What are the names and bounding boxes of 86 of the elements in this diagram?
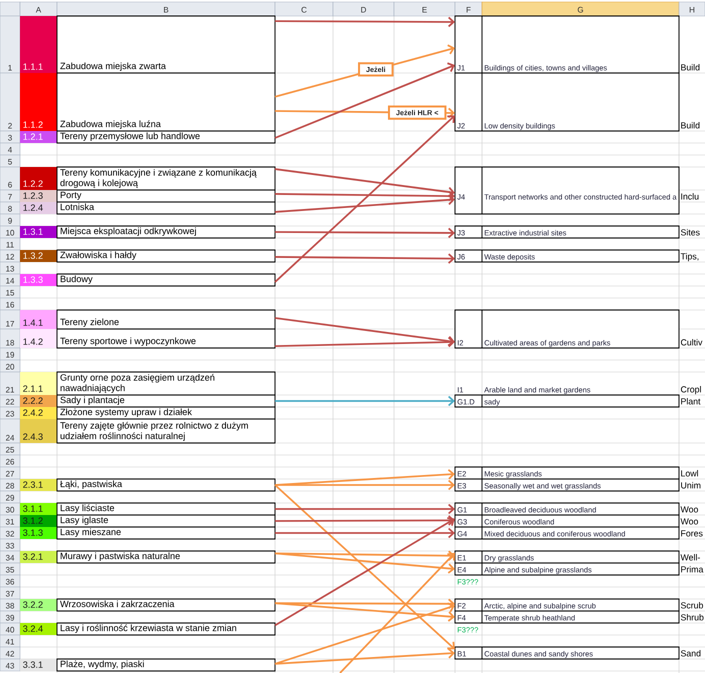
arrow (274, 62, 455, 139)
name-cell: Sady i plantacje (56, 394, 276, 408)
code-cell: 3.2.1 (20, 551, 57, 563)
column-text: Build (681, 122, 700, 128)
arrow (275, 228, 455, 238)
name-cell: Tereny komunikacyjne i związane z komunikacją drogową i kolejową (56, 166, 276, 190)
column-text: Prima (681, 566, 704, 572)
arrow (274, 336, 455, 348)
name-cell: Lasy liściaste (56, 502, 276, 516)
code-cell: 1.2.4 (20, 202, 57, 214)
code-cell: 3.1.3 (20, 527, 57, 539)
code-cell: 2.4.2 (20, 407, 57, 419)
arrow (275, 253, 455, 264)
arrow (274, 648, 455, 665)
arrow (275, 528, 455, 538)
name-cell: Plaże, wydmy, piaski (56, 658, 276, 672)
code-cell: 1.3.1 (20, 226, 57, 238)
name-cell: Murawy i pastwiska naturalne (56, 550, 276, 564)
arrow (274, 115, 455, 283)
code-cell: 1.4.2 (20, 329, 57, 348)
column-text: Sites (680, 229, 700, 236)
arrow (339, 552, 455, 673)
name-cell: Lasy i roślinność krzewiasta w stanie zmian (56, 622, 276, 636)
name-cell: Złożone systemy upraw i działek (56, 406, 276, 420)
code-cell: 1.4.1 (20, 310, 57, 329)
code-cell: 1.1.2 (20, 73, 57, 131)
name-cell: Tereny zajęte głównie przez rolnictwo z dużym udziałem roślinności naturalnej (56, 418, 276, 444)
code-cell: 1.3.2 (20, 250, 57, 262)
code-cell: 2.1.1 (20, 372, 57, 395)
name-cell: Zabudowa miejska zwarta (56, 16, 276, 74)
name-cell: Tereny sportowe i wypoczynkowe (56, 328, 276, 348)
name-cell: Miejsca eksploatacji odkrywkowej (56, 226, 276, 238)
column-text: Cultiv (680, 339, 702, 346)
name-cell: Grunty orne poza zasięgiem urządzeń nawadniających (56, 372, 276, 396)
arrow (275, 550, 455, 561)
arrow (275, 190, 455, 202)
name-cell: Lasy iglaste (56, 514, 276, 528)
code-cell: 2.3.1 (20, 479, 57, 491)
name-cell: Zwałowiska i hałdy (56, 250, 276, 262)
column-text: Build (681, 64, 700, 70)
code-cell: 3.1.1 (20, 503, 57, 515)
name-cell: Budowy (56, 274, 276, 286)
column-text: Unim (681, 482, 700, 488)
column-text: Scrub (680, 602, 704, 608)
code-cell: 1.1.1 (20, 16, 57, 73)
arrow (274, 194, 455, 213)
arrow (275, 16, 455, 28)
arrow (274, 602, 455, 622)
name-cell: Tereny zielone (56, 310, 276, 330)
arrow (274, 602, 455, 665)
arrow (274, 484, 455, 650)
column-text: Inclu (681, 193, 698, 200)
column-text: Plant (681, 398, 700, 404)
name-cell: Porty (56, 190, 276, 202)
name-cell: Lotniska (56, 202, 276, 214)
code-cell: 2.4.3 (20, 419, 57, 443)
arrow (275, 480, 455, 490)
code-cell: 3.3.1 (20, 659, 57, 671)
code-cell: 1.2.2 (20, 167, 57, 190)
column-text: Tips, (680, 253, 698, 262)
name-cell: Łąki, pastwiska (56, 478, 276, 492)
column-text: Well- (680, 554, 700, 560)
column-text: Shrub (680, 614, 704, 620)
arrow (274, 168, 455, 198)
column-text: Cropl (680, 386, 701, 394)
column-text: Fores (681, 530, 703, 536)
arrow (274, 552, 455, 574)
name-cell: Tereny przemysłowe lub handlowe (56, 130, 276, 144)
code-cell: 1.2.1 (20, 131, 57, 143)
code-cell: 3.2.4 (20, 623, 57, 635)
column-text: Sand (680, 650, 700, 656)
code-cell: 3.2.2 (20, 599, 57, 611)
arrow (275, 504, 455, 514)
code-cell: 1.3.3 (20, 274, 57, 286)
arrow (274, 517, 455, 626)
name-cell: Wrzosowiska i zakrzaczenia (56, 598, 276, 612)
arrow (274, 317, 455, 346)
arrow (275, 515, 455, 526)
code-cell: 1.2.3 (20, 190, 57, 202)
column-text: Woo (680, 506, 698, 512)
code-cell: 2.2.2 (20, 395, 57, 407)
column-text: Lowl (681, 470, 698, 476)
name-cell: Lasy mieszane (56, 526, 276, 540)
arrow (275, 396, 455, 406)
column-text: Woo (680, 518, 698, 524)
code-cell: 3.1.2 (20, 515, 57, 527)
